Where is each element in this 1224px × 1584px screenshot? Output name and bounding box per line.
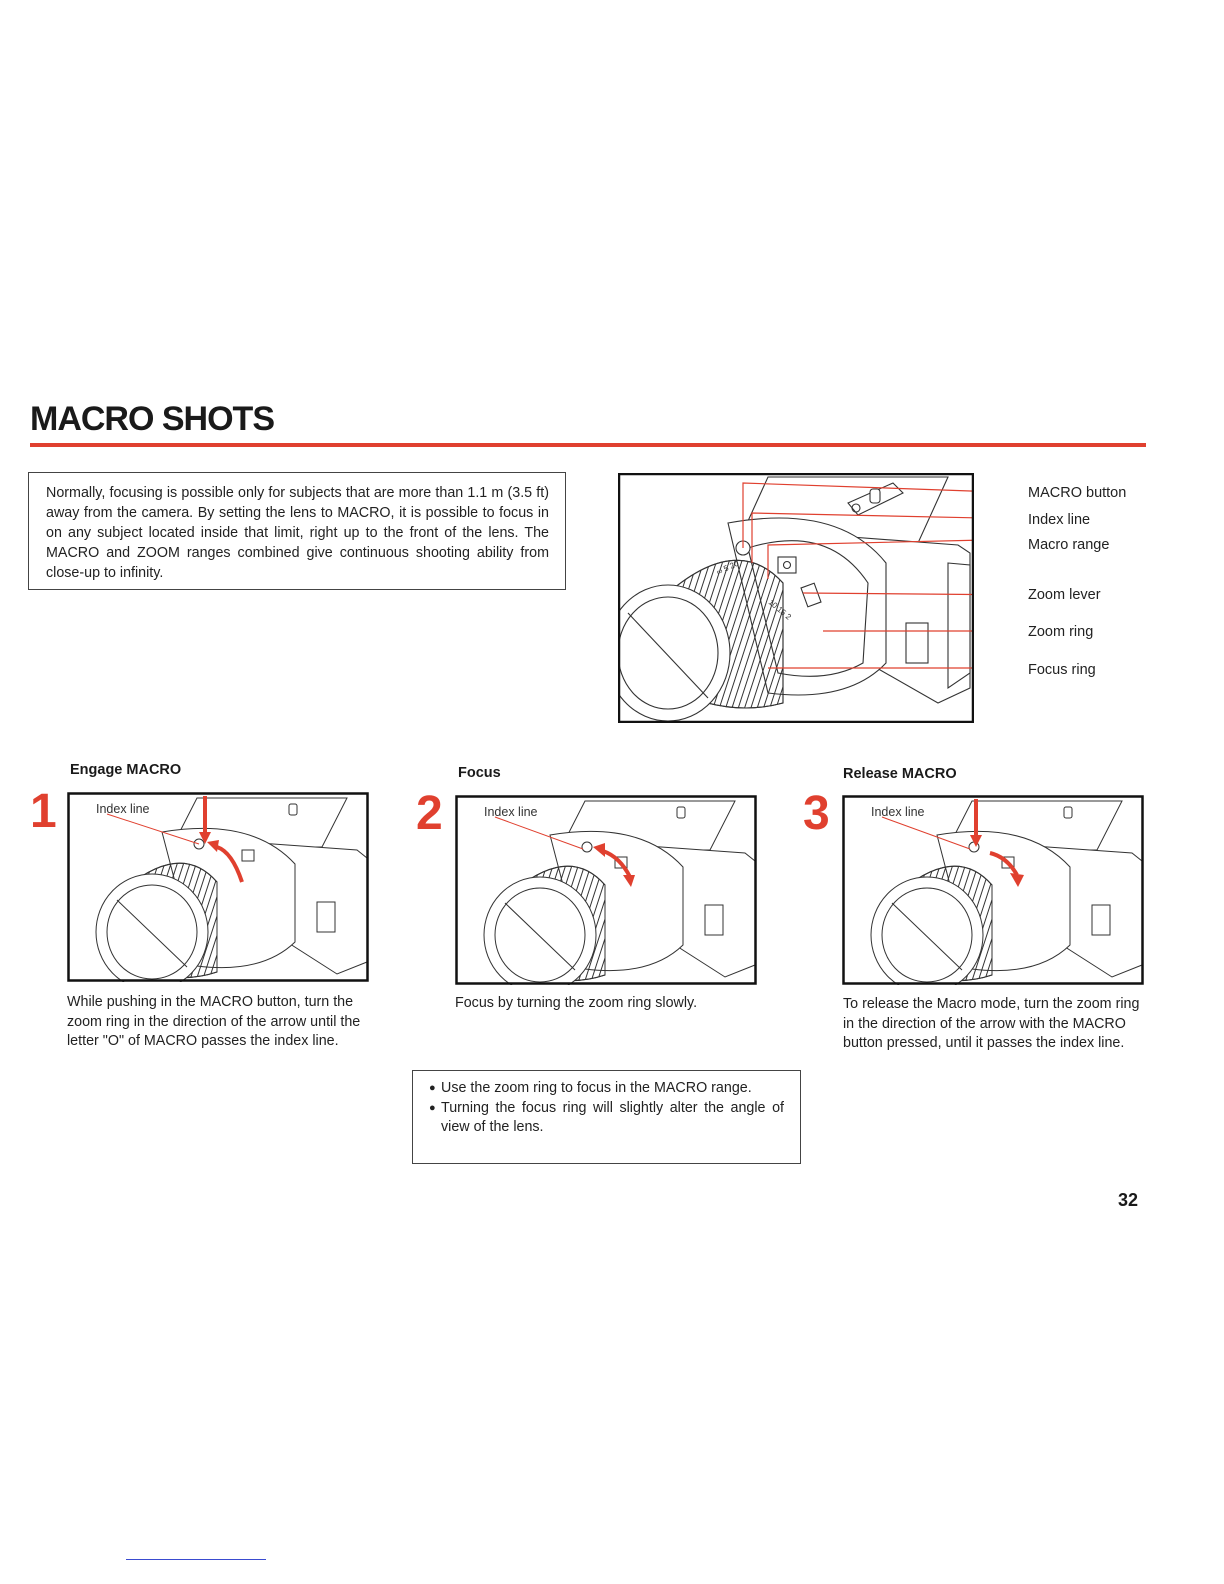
note-item: Use the zoom ring to focus in the MACRO … (429, 1079, 784, 1099)
step-3-figure (842, 795, 1144, 985)
title-rule (30, 443, 1146, 447)
page-title: MACRO SHOTS (30, 400, 275, 438)
note-item: Turning the focus ring will slightly alt… (429, 1099, 784, 1138)
step-3-number: 3 (803, 787, 830, 840)
step-2-label: Focus (458, 765, 501, 781)
step-2-number: 2 (416, 787, 443, 840)
callout-index-line: Index line (1028, 512, 1091, 528)
step-1-index-line-label: Index line (96, 802, 150, 816)
step-1-description: While pushing in the MACRO button, turn … (67, 994, 361, 1049)
footer-line (126, 1559, 266, 1560)
step-1-label: Engage MACRO (70, 762, 182, 778)
step-2-description: Focus by turning the zoom ring slowly. (455, 995, 698, 1011)
intro-box: Normally, focusing is possible only for … (28, 472, 566, 590)
callout-focus-ring: Focus ring (1028, 662, 1096, 678)
step-1-number: 1 (30, 785, 57, 838)
callout-macro-range: Macro range (1028, 537, 1110, 553)
step-1-figure (67, 792, 369, 982)
page-number: 32 (1118, 1190, 1139, 1210)
step-2-index-line-label: Index line (484, 805, 538, 819)
step-3-description: To release the Macro mode, turn the zoom… (843, 996, 1140, 1051)
camera-lens-diagram: ∞ 5 20 10 15 2 (618, 473, 974, 723)
step-3-label: Release MACRO (843, 766, 957, 782)
callout-zoom-ring: Zoom ring (1028, 624, 1094, 640)
note-box: Use the zoom ring to focus in the MACRO … (412, 1070, 801, 1164)
step-2-figure (455, 795, 757, 985)
callout-macro-button: MACRO button (1028, 485, 1127, 501)
callout-zoom-lever: Zoom lever (1028, 587, 1101, 603)
step-3-index-line-label: Index line (871, 805, 925, 819)
